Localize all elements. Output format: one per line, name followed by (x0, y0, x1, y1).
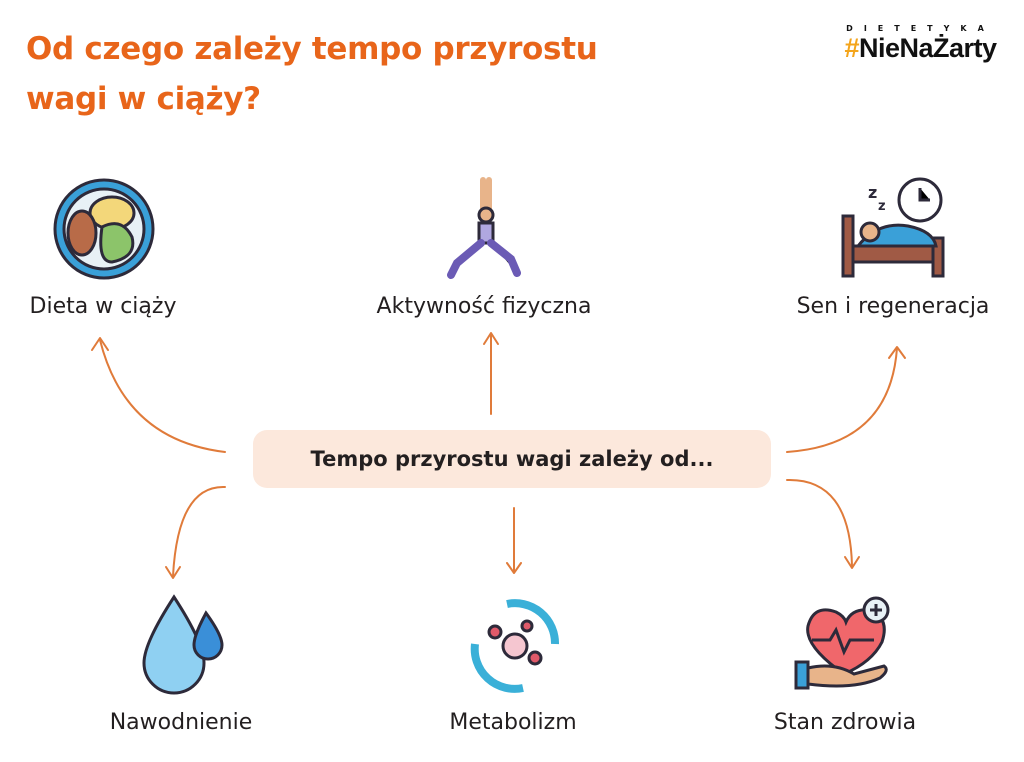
arrow-to-metabolism (506, 507, 522, 574)
logo-name: #NieNaŻarty (838, 33, 1003, 64)
arrow-to-sleep (786, 346, 906, 453)
logo-hash: # (844, 33, 859, 63)
title-line-2: wagi w ciąży? (26, 81, 261, 117)
arrow-to-health (786, 478, 860, 569)
svg-text:z: z (878, 199, 886, 214)
yoga-woman-icon (447, 177, 521, 279)
factor-diet: Dieta w ciąży (29, 294, 177, 319)
sleep-bed-clock-icon: zz (841, 177, 945, 278)
logo-subtitle: DIETETYKA (846, 24, 995, 33)
factor-metabolism: Metabolizm (449, 710, 577, 735)
water-drops-icon (142, 594, 224, 695)
arrow-to-diet (91, 337, 226, 453)
factor-health: Stan zdrowia (773, 710, 917, 735)
arrow-to-activity (483, 332, 499, 415)
factor-hydration: Nawodnienie (109, 710, 253, 735)
metabolism-cycle-icon (470, 599, 560, 693)
page-title: Od czego zależy tempo przyrostu wagi w c… (26, 24, 598, 124)
factor-activity: Aktywność fizyczna (376, 294, 592, 319)
logo-text: NieNaŻarty (858, 33, 997, 63)
heart-health-icon (794, 596, 890, 690)
arrow-to-hydration (165, 485, 226, 579)
title-line-1: Od czego zależy tempo przyrostu (26, 31, 598, 67)
svg-text:z: z (868, 183, 877, 202)
center-box: Tempo przyrostu wagi zależy od... (253, 430, 771, 488)
salad-plate-icon (53, 178, 155, 280)
brand-logo: DIETETYKA #NieNaŻarty (838, 24, 1003, 64)
factor-sleep: Sen i regeneracja (796, 294, 990, 319)
